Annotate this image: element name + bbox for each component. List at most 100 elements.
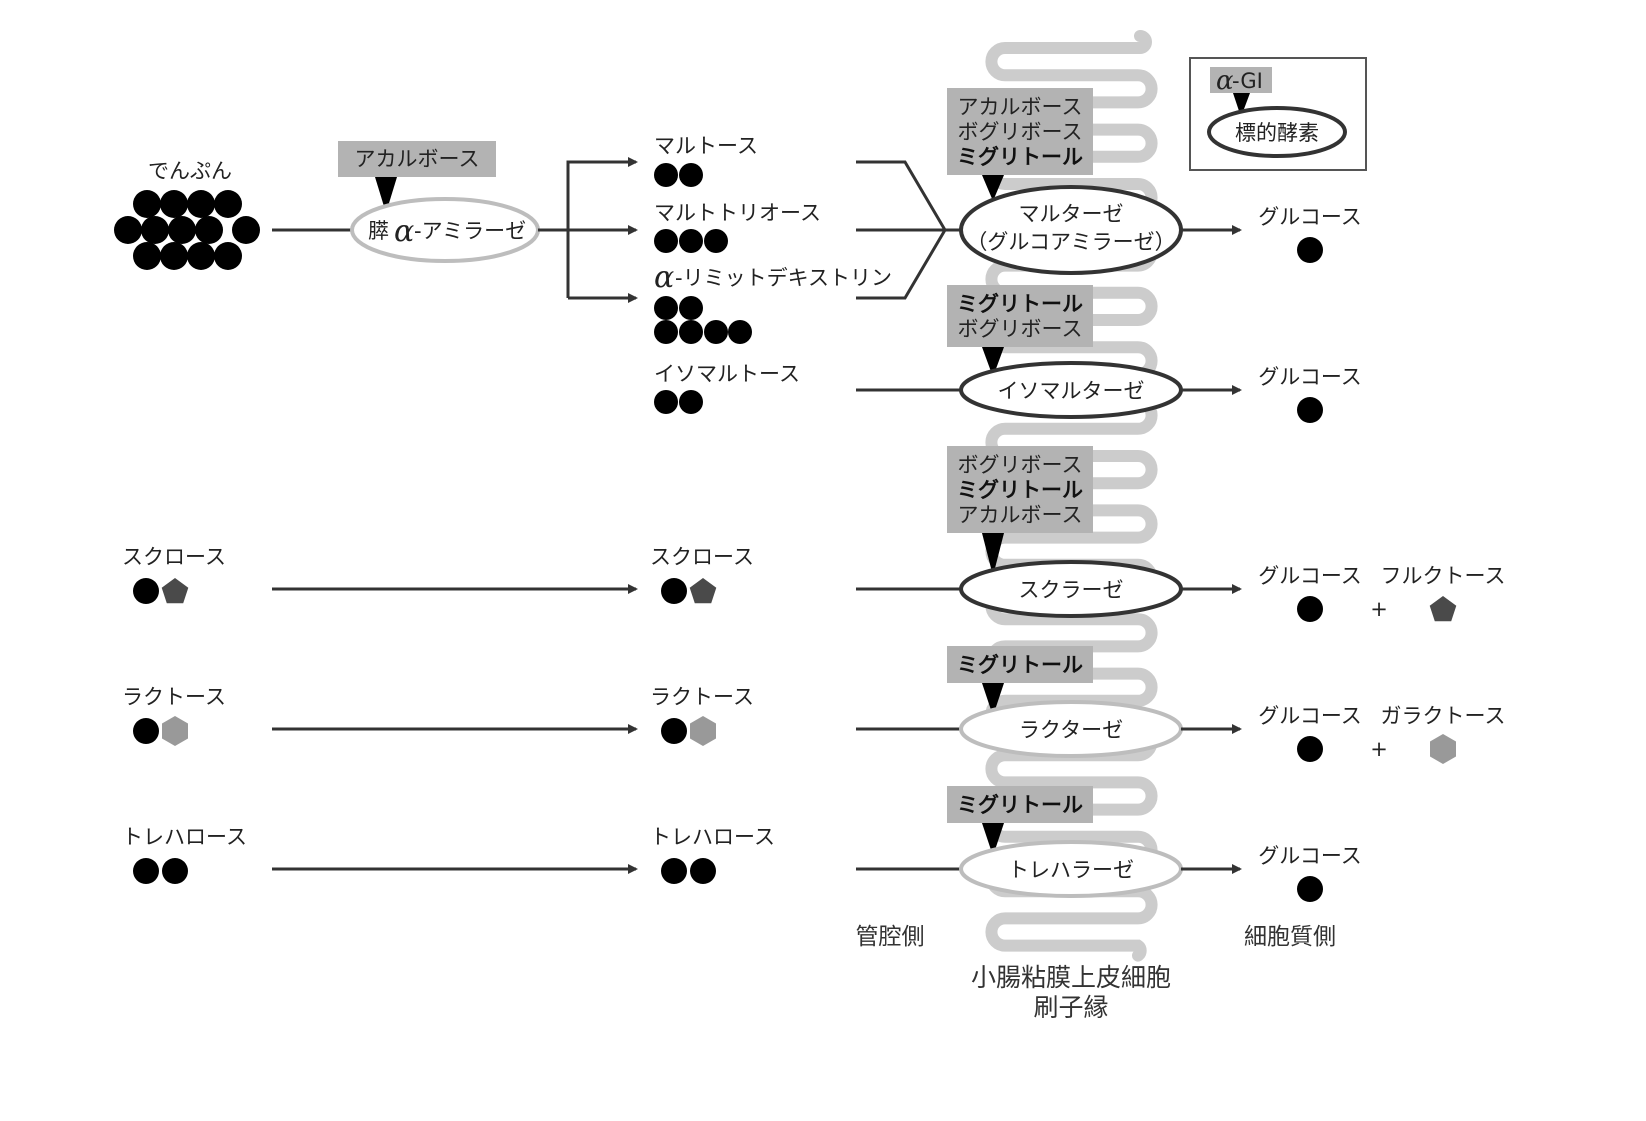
sucrase-inhibitor-box xyxy=(947,446,1093,533)
maltase-product-label-0: グルコース xyxy=(1258,205,1362,229)
intermediates: マルトース マルトトリオース α -リミットデキストリン イソマルトース xyxy=(654,134,962,414)
fructose-unit-icon xyxy=(689,578,717,604)
sucrase-inhibitor-1: ミグリトール xyxy=(957,478,1083,502)
legend-inhibition-triangle-icon xyxy=(1233,93,1250,117)
isomaltose-unit-icon xyxy=(654,390,678,414)
limit-dextrin-unit-icon xyxy=(654,296,678,320)
disaccharide-rows: スクロース スクロース ラクトース ラクトース トレハロース トレハロース xyxy=(122,545,962,884)
glucose-unit-icon xyxy=(690,858,716,884)
membrane-label-line1: 小腸粘膜上皮細胞 xyxy=(971,963,1171,992)
starch-label: でんぷん xyxy=(148,159,232,183)
sucrase-product-label-0: グルコース xyxy=(1258,564,1362,588)
isomaltase-label: イソマルターゼ xyxy=(998,379,1145,403)
isomaltase-inhibitor-box xyxy=(947,285,1093,347)
maltose-label: マルトース xyxy=(654,134,758,158)
amylase-alpha: α xyxy=(394,214,414,249)
galactose-unit-icon xyxy=(162,716,188,746)
lactase-inhibition-triangle-icon xyxy=(982,683,1004,716)
starch-glucose-unit-icon xyxy=(187,190,215,218)
trehalase-product-label-0: グルコース xyxy=(1258,844,1362,868)
maltase-label: マルターゼ xyxy=(1019,202,1124,226)
maltase-inhibitor-0: アカルボース xyxy=(958,95,1083,119)
starch-group: でんぷん アカルボース 膵 α -アミラーゼ xyxy=(114,141,638,303)
glucose-unit-icon xyxy=(661,718,687,744)
lactose-label-right: ラクトース xyxy=(650,685,754,709)
limit-dextrin-alpha: α xyxy=(654,260,674,295)
maltose-unit-icon xyxy=(654,163,678,187)
cytoplasm-side-label: 細胞質側 xyxy=(1244,924,1336,950)
maltose-unit-icon xyxy=(679,163,703,187)
galactose-unit-icon xyxy=(1430,734,1456,764)
fructose-unit-icon xyxy=(161,578,189,604)
glucose-unit-icon xyxy=(133,578,159,604)
amylase-inhibitor-label: アカルボース xyxy=(355,147,480,171)
trehalose-label-left: トレハロース xyxy=(122,825,247,849)
glucose-unit-icon xyxy=(1297,397,1323,423)
sucrase-inhibitor-2: アカルボース xyxy=(958,503,1083,527)
galactose-unit-icon xyxy=(690,716,716,746)
limit-dextrin-unit-icon xyxy=(728,320,752,344)
maltotriose-unit-icon xyxy=(679,229,703,253)
footer-labels: 管腔側 細胞質側 小腸粘膜上皮細胞 刷子縁 xyxy=(856,924,1337,1022)
trehalase-label: トレハラーゼ xyxy=(1008,858,1134,882)
starch-glucose-unit-icon xyxy=(141,216,169,244)
maltotriose-unit-icon xyxy=(704,229,728,253)
legend-inhibitor-box xyxy=(1210,67,1272,93)
maltose-to-maltase-line xyxy=(856,160,947,231)
plus-sign: + xyxy=(1370,737,1388,761)
trehalase-inhibitor-box xyxy=(947,786,1093,823)
maltotriose-unit-icon xyxy=(654,229,678,253)
limit-dextrin-unit-icon xyxy=(654,320,678,344)
maltase-inhibitor-2: ミグリトール xyxy=(957,145,1083,169)
limit-dextrin-suffix: -リミットデキストリン xyxy=(675,266,892,290)
starch-glucose-unit-icon xyxy=(114,216,142,244)
glucose-unit-icon xyxy=(1297,596,1323,622)
lactase-label: ラクターゼ xyxy=(1019,718,1123,742)
isomaltase-inhibition-triangle-icon xyxy=(982,347,1004,377)
legend-inhibitor-alpha: α xyxy=(1216,66,1234,96)
glucose-unit-icon xyxy=(133,858,159,884)
starch-glucose-unit-icon xyxy=(133,242,161,270)
sucrase-inhibitor-0: ボグリボース xyxy=(958,453,1083,477)
starch-glucose-unit-icon xyxy=(232,216,260,244)
glucose-unit-icon xyxy=(133,718,159,744)
starch-glucose-unit-icon xyxy=(160,242,188,270)
glucose-unit-icon xyxy=(661,578,687,604)
sucrose-label-left: スクロース xyxy=(122,545,226,569)
sucrase-product-label-1: フルクトース xyxy=(1381,564,1506,588)
starch-glucose-unit-icon xyxy=(160,190,188,218)
glucose-unit-icon xyxy=(162,858,188,884)
isomaltose-label: イソマルトース xyxy=(654,362,800,386)
starch-glucose-unit-icon xyxy=(133,190,161,218)
trehalose-label-right: トレハロース xyxy=(650,825,775,849)
legend-target-ellipse xyxy=(1207,106,1347,158)
amylase-prefix: 膵 xyxy=(368,219,389,243)
isomaltose-unit-icon xyxy=(679,390,703,414)
starch-glucose-unit-icon xyxy=(195,216,223,244)
starch-glucose-unit-icon xyxy=(214,190,242,218)
lactose-label-left: ラクトース xyxy=(122,685,226,709)
isomaltase-inhibitor-1: ボグリボース xyxy=(958,317,1083,341)
glucose-unit-icon xyxy=(1297,237,1323,263)
amylase-inhibition-triangle-icon xyxy=(375,177,397,213)
maltase-inhibitor-1: ボグリボース xyxy=(958,120,1083,144)
fructose-unit-icon xyxy=(1429,596,1457,622)
limit-dextrin-unit-icon xyxy=(679,320,703,344)
lumen-side-label: 管腔側 xyxy=(856,924,925,950)
glucose-unit-icon xyxy=(661,858,687,884)
legend-inhibitor-suffix: -GI xyxy=(1232,69,1263,93)
sucrose-label-right: スクロース xyxy=(650,545,754,569)
starch-molecule-icon xyxy=(114,190,260,270)
maltase-inhibition-triangle-icon xyxy=(982,175,1004,201)
arrow-to-maltose xyxy=(566,157,638,298)
membrane-label-line2: 刷子縁 xyxy=(1033,993,1108,1022)
starch-glucose-unit-icon xyxy=(187,242,215,270)
trehalase-inhibition-triangle-icon xyxy=(982,823,1004,856)
limit-dextrin-unit-icon xyxy=(679,296,703,320)
lactase-product-label-1: ガラクトース xyxy=(1381,704,1506,728)
legend-target-label: 標的酵素 xyxy=(1235,121,1319,145)
glucose-unit-icon xyxy=(1297,876,1323,902)
